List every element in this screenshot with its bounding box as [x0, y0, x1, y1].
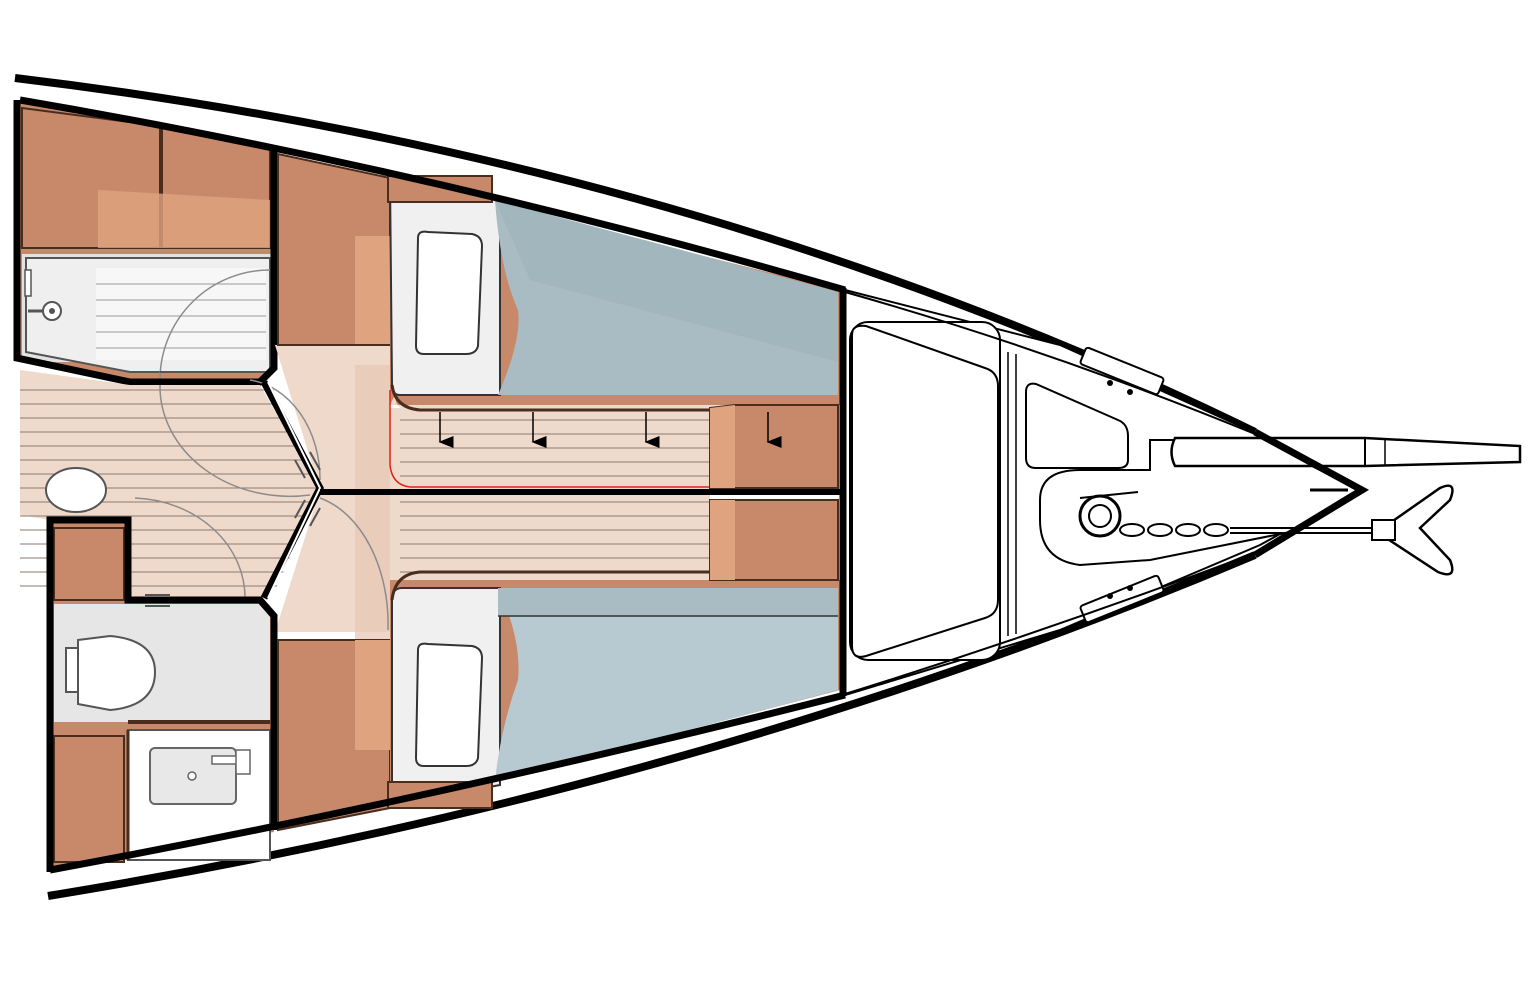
- interior-hull-wall: [19, 96, 846, 874]
- shower-room: [13, 100, 278, 386]
- starboard-berth: [277, 152, 840, 489]
- anchor-icon: [1371, 484, 1454, 576]
- deck-edge: [844, 291, 1256, 695]
- cleat-icon: [1079, 346, 1165, 396]
- port-berth: [277, 499, 840, 832]
- red-accent-line: [389, 390, 838, 488]
- bow-tip: [1253, 428, 1370, 558]
- pillow-icon: [414, 642, 484, 767]
- diagonal-bulkhead: [260, 380, 324, 600]
- storage-arrow-icon: [438, 412, 782, 448]
- head-compartment: [45, 467, 278, 872]
- toilet-lid-icon: [45, 467, 107, 513]
- toilet-icon: [77, 634, 157, 712]
- fore-deck: [844, 288, 1363, 697]
- bowsprit: [1170, 436, 1522, 468]
- anchor-windlass-icon: [1078, 491, 1139, 538]
- pillow-icon: [414, 230, 484, 355]
